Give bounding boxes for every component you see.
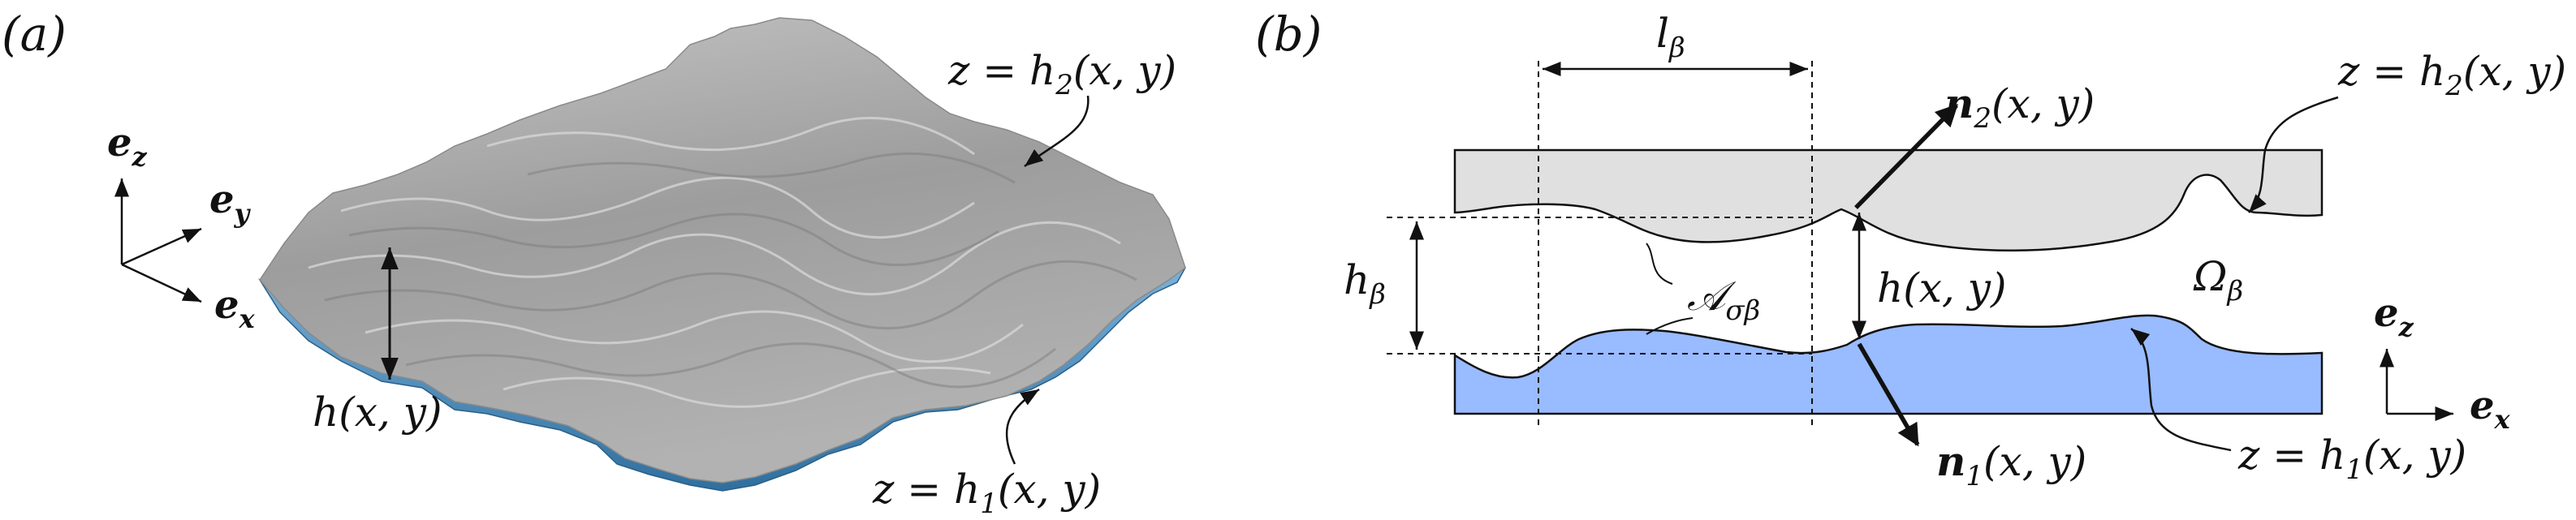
ex-axis-arrow: [121, 263, 202, 303]
panel-a-h2-leader: [1024, 95, 1090, 167]
ex-label: ex: [214, 282, 256, 334]
omega-beta-label: Ωβ: [2193, 253, 2243, 307]
n1-vector-arrow: [1857, 342, 1920, 447]
panel-a-h1-leader: [1005, 388, 1040, 465]
panel-a-label: (a): [2, 6, 67, 62]
panel-b-h2-label: z = h2(x, y): [2337, 48, 2566, 102]
n2-label: n2(x, y): [1944, 80, 2095, 135]
panel-b-axes: ez ex: [2374, 290, 2511, 435]
panel-b-ez-label: ez: [2374, 290, 2414, 342]
panel-a-h-label: h(x, y): [313, 389, 442, 436]
panel-a-h2-label: z = h2(x, y): [947, 47, 1176, 101]
n2-vector-arrow: [1854, 104, 1958, 209]
upper-solid: [1453, 148, 2324, 251]
surface-ridges: [308, 117, 1121, 408]
surface-shadows: [324, 152, 1137, 389]
panel-b-h1-label: z = h1(x, y): [2237, 432, 2466, 486]
ey-axis-arrow: [121, 227, 202, 266]
panel-a: (a) ez ey ex h(x, y: [2, 6, 1187, 520]
panel-b: (b) lβ hβ h(x, y) n2(x, y) n1(x, y) z = …: [1255, 6, 2566, 492]
area-leader-lower: [1646, 317, 1694, 335]
n1-label: n1(x, y): [1936, 437, 2086, 492]
panel-a-axes: ez ey ex: [107, 120, 256, 334]
lower-solid: [1453, 314, 2324, 415]
panel-b-h-label: h(x, y): [1877, 264, 2006, 312]
area-a-sigma-beta-label: 𝒜σβ: [1687, 273, 1760, 327]
panel-b-label: (b): [1255, 6, 1322, 62]
panel-b-h1-leader: [2130, 328, 2232, 452]
h-beta-label: hβ: [1344, 256, 1386, 311]
top-surface-h2: [259, 17, 1186, 483]
dashed-guides: [1387, 61, 1813, 426]
panel-b-ex-label: ex: [2470, 383, 2511, 435]
panel-a-h1-label: z = h1(x, y): [872, 466, 1101, 520]
ey-label: ey: [209, 177, 252, 229]
ez-label: ez: [107, 120, 148, 172]
area-leader-upper: [1646, 243, 1673, 285]
panel-b-h2-leader: [2248, 96, 2339, 213]
l-beta-label: lβ: [1656, 10, 1685, 64]
